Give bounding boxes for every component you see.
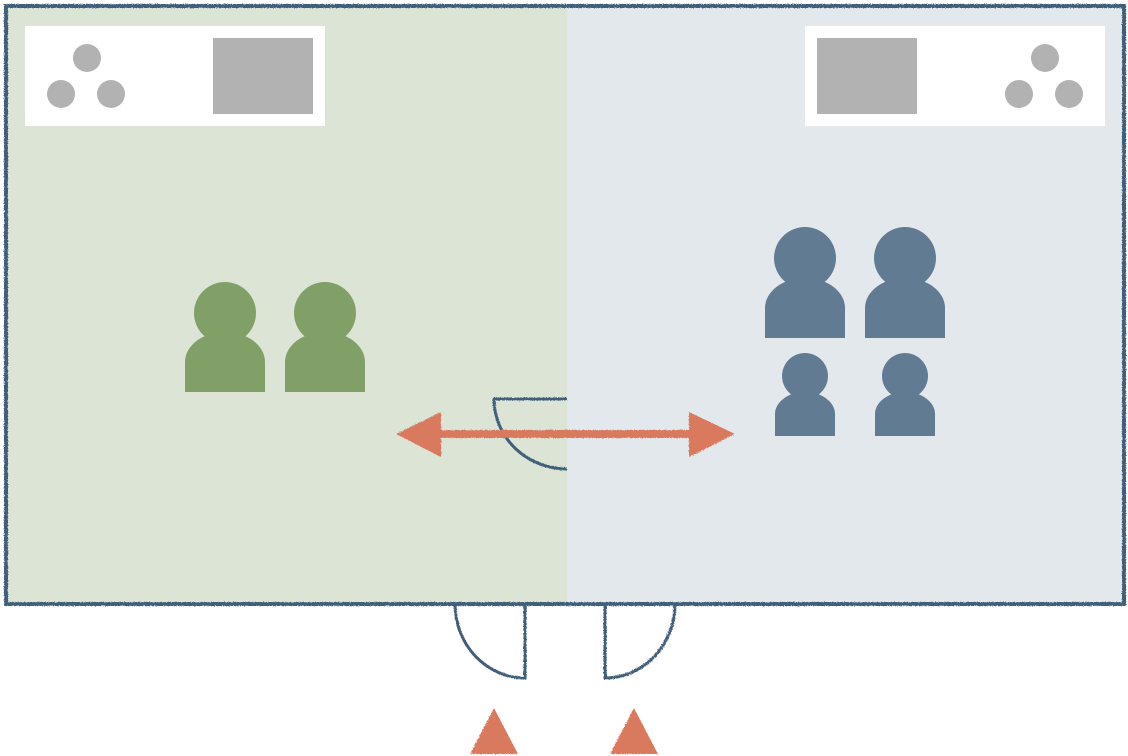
- door-swing-icon: [603, 603, 677, 680]
- seating-cluster-icon: [47, 44, 125, 108]
- desk-icon: [817, 38, 917, 114]
- furniture-panel-right: [805, 26, 1105, 126]
- occupants-right: [765, 227, 945, 436]
- desk-icon: [213, 38, 313, 114]
- double-arrow-icon: [396, 412, 735, 457]
- person-icon: [285, 282, 365, 392]
- person-icon: [775, 353, 835, 436]
- seating-cluster-icon: [1005, 44, 1083, 108]
- entrance-arrow-icon: [470, 708, 518, 754]
- occupants-left: [185, 282, 365, 392]
- person-icon: [865, 227, 945, 338]
- person-icon: [185, 282, 265, 392]
- furniture-panel-left: [25, 26, 325, 126]
- door-swing-icon: [492, 397, 568, 471]
- door-swing-icon: [453, 603, 527, 680]
- person-icon: [875, 353, 935, 436]
- person-icon: [765, 227, 845, 338]
- entrance-arrow-icon: [610, 708, 658, 754]
